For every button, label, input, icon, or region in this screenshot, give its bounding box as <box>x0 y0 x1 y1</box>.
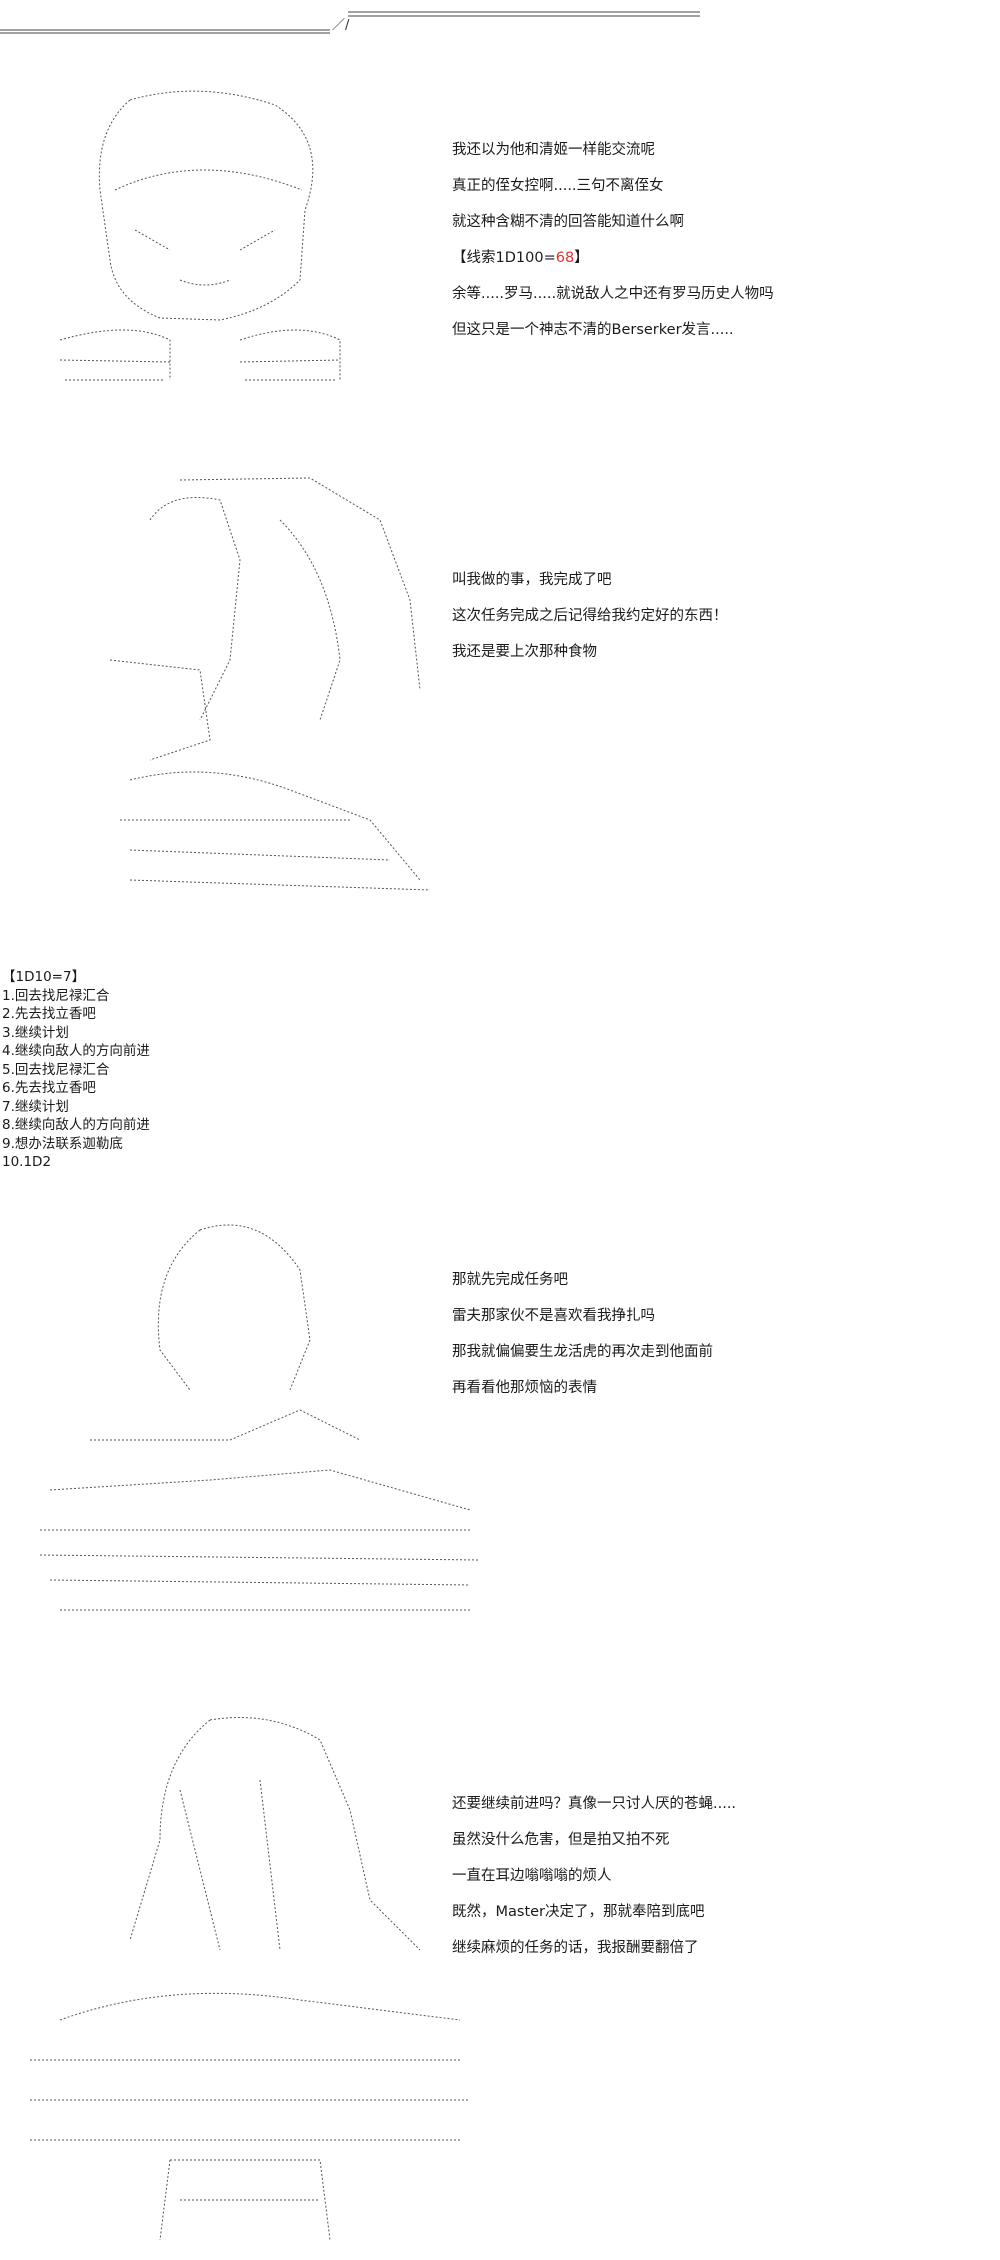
panel-1-line: 但这只是一个神志不清的Berserker发言..... <box>452 322 734 338</box>
panel-3-dialogue: 那就先完成任务吧 雷夫那家伙不是喜欢看我挣扎吗 那我就偏偏要生龙活虎的再次走到他… <box>452 1262 713 1406</box>
panel-3-line: 那就先完成任务吧 <box>452 1272 568 1288</box>
choice-item: 1.回去找尼禄汇合 <box>2 987 110 1004</box>
choice-item: 8.继续向敌人的方向前进 <box>2 1117 150 1133</box>
ascii-art-panel-4 <box>20 1700 490 2250</box>
panel-1-roll-line: 【线索1D100=68】 <box>452 240 774 276</box>
ascii-art-panel-1 <box>40 80 360 400</box>
roll-prefix: 【线索1D100= <box>452 250 556 266</box>
ascii-art-figure-1 <box>59 90 341 381</box>
ascii-art-figure-3 <box>39 1224 481 1611</box>
panel-3-line: 雷夫那家伙不是喜欢看我挣扎吗 <box>452 1308 655 1324</box>
panel-1-line: 就这种含糊不清的回答能知道什么啊 <box>452 214 684 230</box>
header-rule-lines <box>0 11 700 34</box>
panel-1-dialogue: 我还以为他和清姬一样能交流呢 真正的侄女控啊.....三句不离侄女 就这种含糊不… <box>452 132 774 348</box>
choice-item: 10.1D2 <box>2 1154 52 1170</box>
choice-item: 5.回去找尼禄汇合 <box>2 1061 110 1078</box>
roll-value: 68 <box>555 250 575 266</box>
choice-item: 2.先去找立香吧 <box>2 1006 96 1022</box>
panel-2-line: 这次任务完成之后记得给我约定好的东西！ <box>452 608 728 624</box>
choice-list-header: 【1D10=7】 <box>2 969 86 985</box>
panel-3-line: 那我就偏偏要生龙活虎的再次走到他面前 <box>452 1344 713 1360</box>
panel-4-dialogue: 还要继续前进吗？真像一只讨人厌的苍蝇..... 虽然没什么危害，但是拍又拍不死 … <box>452 1786 736 1966</box>
ascii-art-figure-4 <box>30 1717 470 2241</box>
panel-1-line: 我还以为他和清姬一样能交流呢 <box>452 142 655 158</box>
ascii-art-figure-2 <box>109 477 431 891</box>
header-rule-mark: ／/ <box>332 18 350 33</box>
roll-suffix: 】 <box>574 250 589 266</box>
header-rule: ／/ <box>0 0 720 40</box>
ascii-art-panel-3 <box>30 1210 500 1630</box>
choice-item: 7.继续计划 <box>2 1098 69 1115</box>
choice-list: 【1D10=7】 1.回去找尼禄汇合 2.先去找立香吧 3.继续计划 4.继续向… <box>2 968 150 1172</box>
panel-3-line: 再看看他那烦恼的表情 <box>452 1380 597 1396</box>
panel-4-line: 一直在耳边嗡嗡嗡的烦人 <box>452 1868 612 1884</box>
panel-2-line: 我还是要上次那种食物 <box>452 644 597 660</box>
panel-4-line: 继续麻烦的任务的话，我报酬要翻倍了 <box>452 1940 699 1956</box>
panel-2-line: 叫我做的事，我完成了吧 <box>452 572 612 588</box>
panel-2-dialogue: 叫我做的事，我完成了吧 这次任务完成之后记得给我约定好的东西！ 我还是要上次那种… <box>452 562 728 670</box>
panel-1-line: 余等.....罗马.....就说敌人之中还有罗马历史人物吗 <box>452 286 774 302</box>
panel-4-line: 既然，Master决定了，那就奉陪到底吧 <box>452 1904 705 1920</box>
choice-item: 3.继续计划 <box>2 1024 69 1041</box>
panel-1-line: 真正的侄女控啊.....三句不离侄女 <box>452 178 664 194</box>
choice-item: 4.继续向敌人的方向前进 <box>2 1043 150 1059</box>
choice-item: 9.想办法联系迦勒底 <box>2 1135 123 1152</box>
panel-4-line: 还要继续前进吗？真像一只讨人厌的苍蝇..... <box>452 1796 737 1812</box>
ascii-art-panel-2 <box>90 460 470 900</box>
panel-4-line: 虽然没什么危害，但是拍又拍不死 <box>452 1832 670 1848</box>
choice-item: 6.先去找立香吧 <box>2 1080 96 1096</box>
